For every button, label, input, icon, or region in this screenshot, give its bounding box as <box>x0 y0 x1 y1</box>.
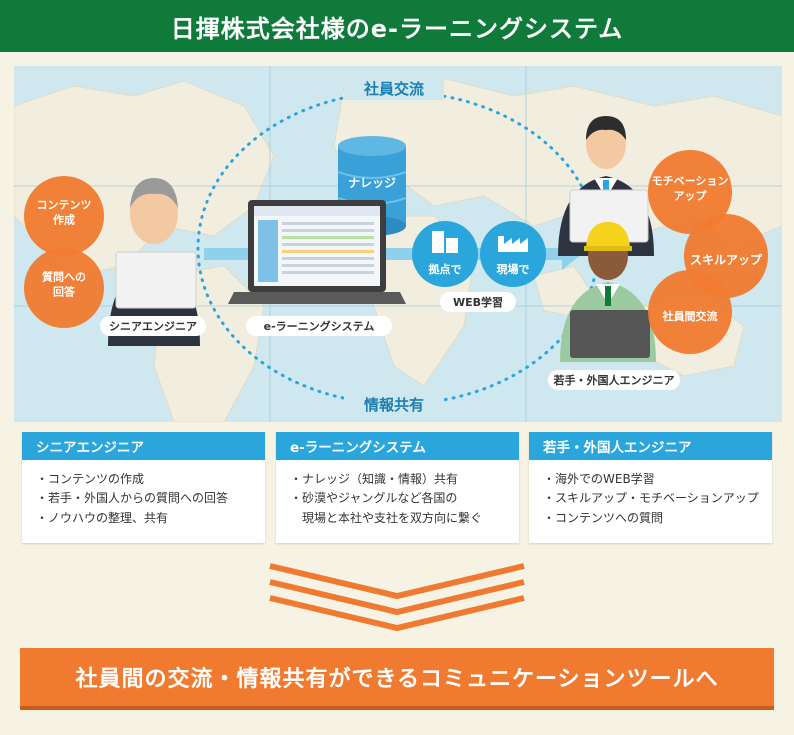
world-map-diagram: 社員交流 情報共有 ナレッジ <box>14 66 782 422</box>
right-circle-1-line: モチベーション <box>652 175 729 188</box>
chevron-down-icon <box>269 563 525 632</box>
left-circle-2: 質問への回答 <box>42 270 86 299</box>
building-icon <box>412 221 478 287</box>
card-senior: シニアエンジニア ・コンテンツの作成 ・若手・外国人からの質問への回答 ・ノウハ… <box>22 432 265 543</box>
card-elearning-item: ・砂漠やジャングルなど各国の 現場と本社や支社を双方向に繋ぐ <box>290 491 483 525</box>
card-senior-title: シニアエンジニア <box>22 432 265 460</box>
left-circle-2-line: 質問への <box>42 270 86 284</box>
foreign-engineer-figure <box>560 222 656 362</box>
web-learning-label: WEB学習 <box>453 295 503 309</box>
young-engineer-figure <box>558 116 654 256</box>
card-senior-item: ・若手・外国人からの質問への回答 <box>36 491 229 506</box>
laptop-screen-icon <box>228 200 406 304</box>
motivation-circle <box>648 150 732 234</box>
card-young-item: ・海外でのWEB学習 <box>543 472 655 486</box>
content-creation-circle <box>24 176 104 256</box>
senior-label: シニアエンジニア <box>109 320 197 333</box>
right-circle-2-line: スキルアップ <box>690 252 763 267</box>
elearning-label: e-ラーニングシステム <box>264 319 375 333</box>
card-elearning-item: ・ナレッジ（知識・情報）共有 <box>290 472 459 486</box>
right-circle-1-line: アップ <box>674 189 708 203</box>
employee-exchange-circle <box>648 270 732 354</box>
right-circle-3: 社員間交流 <box>662 309 718 323</box>
card-elearning-title: e-ラーニングシステム <box>276 432 519 460</box>
cta-banner: 社員間の交流・情報共有ができるコミュニケーションツールへ <box>20 648 774 710</box>
card-senior-item: ・コンテンツの作成 <box>36 472 145 486</box>
card-young: 若手・外国人エンジニア ・海外でのWEB学習 ・スキルアップ・モチベーションアッ… <box>529 432 772 543</box>
role-cards: シニアエンジニア ・コンテンツの作成 ・若手・外国人からの質問への回答 ・ノウハ… <box>22 432 772 544</box>
answer-questions-circle <box>24 248 104 328</box>
young-label: 若手・外国人エンジニア <box>554 373 675 387</box>
right-circle-3-line: 社員間交流 <box>662 309 718 323</box>
factory-icon <box>480 221 546 287</box>
left-circle-1-line: コンテンツ <box>37 199 92 212</box>
card-young-item: ・スキルアップ・モチベーションアップ <box>543 491 759 506</box>
bottom-arc-label: 情報共有 <box>364 396 424 414</box>
left-circle-1-line: 作成 <box>53 213 75 227</box>
knowledge-label: ナレッジ <box>348 176 396 190</box>
card-elearning: e-ラーニングシステム ・ナレッジ（知識・情報）共有 ・砂漠やジャングルなど各国… <box>276 432 519 543</box>
card-senior-item: ・ノウハウの整理、共有 <box>36 510 169 525</box>
base-label: 拠点で <box>429 262 462 276</box>
site-label: 現場で <box>497 262 530 276</box>
card-young-item: ・コンテンツへの質問 <box>543 510 664 525</box>
top-arc-label: 社員交流 <box>363 80 424 98</box>
left-circle-1: コンテンツ作成 <box>37 199 92 227</box>
card-young-title: 若手・外国人エンジニア <box>529 432 772 460</box>
right-circle-2: スキルアップ <box>690 252 763 267</box>
left-circle-2-line: 回答 <box>53 285 76 299</box>
right-circle-1: モチベーションアップ <box>652 175 729 203</box>
page-title: 日揮株式会社様のe-ラーニングシステム <box>0 0 794 52</box>
